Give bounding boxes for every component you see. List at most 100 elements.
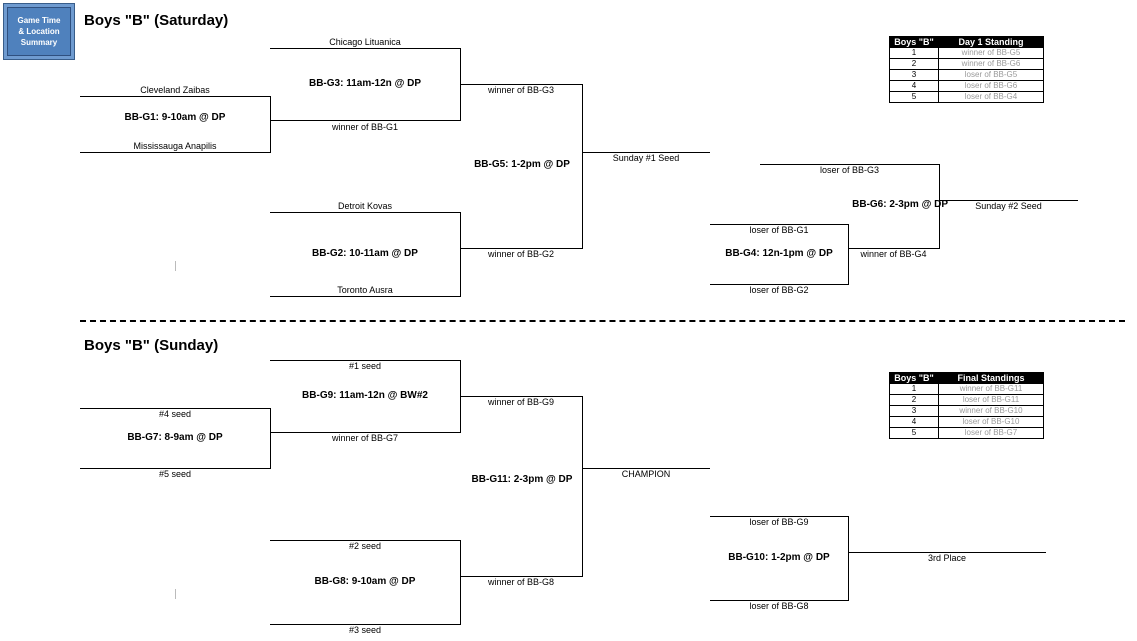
rank-cell: 3 <box>889 405 939 417</box>
bracket-line <box>582 152 710 153</box>
g5-bottom-team: winner of BB-G2 <box>487 249 555 259</box>
g8-label: BB-G8: 9-10am @ DP <box>314 576 416 587</box>
g8-top-team: #2 seed <box>348 541 382 551</box>
table-header-row: Boys "B" Day 1 Standing <box>889 36 1044 48</box>
g10-top-team: loser of BB-G9 <box>749 517 809 527</box>
table-header-cell: Final Standings <box>938 372 1044 384</box>
team-cell: winner of BB-G5 <box>938 47 1044 59</box>
bracket-line <box>80 408 270 409</box>
g7-label: BB-G7: 8-9am @ DP <box>127 432 223 443</box>
g6-outcome: Sunday #2 Seed <box>975 201 1042 211</box>
rank-cell: 5 <box>889 427 939 439</box>
g5-top-team: winner of BB-G3 <box>487 85 555 95</box>
bracket-line <box>582 84 583 249</box>
bracket-line <box>848 552 1046 553</box>
section-divider <box>80 320 1125 322</box>
bracket-line <box>460 84 582 85</box>
g10-outcome: 3rd Place <box>927 553 967 563</box>
g3-bottom-team: winner of BB-G1 <box>331 122 399 132</box>
team-cell: loser of BB-G11 <box>938 394 1044 406</box>
g11-outcome: CHAMPION <box>621 469 671 479</box>
cell-mark <box>175 261 176 271</box>
bracket-line <box>939 164 940 249</box>
g1-label: BB-G1: 9-10am @ DP <box>124 112 226 123</box>
g6-label-clip: BB-G6: 2-3pm @ DP <box>848 198 948 212</box>
rank-cell: 1 <box>889 383 939 395</box>
team-cell: loser of BB-G7 <box>938 427 1044 439</box>
bracket-line <box>270 96 271 153</box>
bracket-line <box>460 396 582 397</box>
g6-label: BB-G6: 2-3pm @ DP <box>852 199 948 210</box>
team-cell: loser of BB-G5 <box>938 69 1044 81</box>
table-header-row: Boys "B" Final Standings <box>889 372 1044 384</box>
cell-mark <box>175 589 176 599</box>
g5-outcome: Sunday #1 Seed <box>612 153 680 163</box>
bracket-line <box>760 164 939 165</box>
g4-label: BB-G4: 12n-1pm @ DP <box>725 248 833 259</box>
g10-label: BB-G10: 1-2pm @ DP <box>728 552 830 563</box>
bracket-line <box>80 152 270 153</box>
rank-cell: 2 <box>889 58 939 70</box>
g11-top-team: winner of BB-G9 <box>487 397 555 407</box>
g2-top-team: Detroit Kovas <box>337 201 393 211</box>
bracket-line <box>80 468 270 469</box>
team-cell: loser of BB-G6 <box>938 80 1044 92</box>
g6-top-team: loser of BB-G3 <box>819 165 880 175</box>
bracket-line <box>460 212 461 297</box>
table-header-cell: Day 1 Standing <box>938 36 1044 48</box>
g1-top-team: Cleveland Zaibas <box>140 85 210 95</box>
bracket-line <box>270 48 460 49</box>
bracket-line <box>270 212 460 213</box>
sunday-title: Boys "B" (Sunday) <box>84 337 219 354</box>
bracket-line <box>460 576 582 577</box>
bracket-line <box>460 540 461 625</box>
g2-label: BB-G2: 10-11am @ DP <box>312 248 418 259</box>
rank-cell: 2 <box>889 394 939 406</box>
saturday-title: Boys "B" (Saturday) <box>84 12 229 29</box>
bracket-line <box>710 284 848 285</box>
g10-bottom-team: loser of BB-G8 <box>749 601 809 611</box>
bracket-line <box>710 600 848 601</box>
g6-bottom-team: winner of BB-G4 <box>860 249 927 259</box>
g2-bottom-team: Toronto Ausra <box>337 285 393 295</box>
bracket-line <box>582 396 583 577</box>
table-header-cell: Boys "B" <box>889 36 939 48</box>
bracket-line <box>270 432 460 433</box>
team-cell: winner of BB-G10 <box>938 405 1044 417</box>
bracket-line <box>939 200 1078 201</box>
game-time-location-summary-button[interactable]: Game Time & Location Summary <box>3 3 75 60</box>
bracket-line <box>270 120 460 121</box>
button-label: Game Time & Location Summary <box>18 15 61 48</box>
bracket-line <box>270 408 271 469</box>
team-cell: loser of BB-G4 <box>938 91 1044 103</box>
bracket-line <box>270 624 460 625</box>
g9-bottom-team: winner of BB-G7 <box>331 433 399 443</box>
rank-cell: 4 <box>889 416 939 428</box>
bracket-line <box>848 516 849 601</box>
bracket-line <box>710 224 848 225</box>
bracket-line <box>270 296 460 297</box>
team-cell: loser of BB-G10 <box>938 416 1044 428</box>
g11-bottom-team: winner of BB-G8 <box>487 577 555 587</box>
button-label-line2: & Location <box>18 27 60 36</box>
g8-bottom-team: #3 seed <box>348 625 382 635</box>
g4-bottom-team: loser of BB-G2 <box>749 285 809 295</box>
g9-label: BB-G9: 11am-12n @ BW#2 <box>302 390 428 401</box>
rank-cell: 1 <box>889 47 939 59</box>
rank-cell: 4 <box>889 80 939 92</box>
team-cell: winner of BB-G11 <box>938 383 1044 395</box>
rank-cell: 5 <box>889 91 939 103</box>
bracket-line <box>848 248 939 249</box>
g9-top-team: #1 seed <box>348 361 382 371</box>
g1-bottom-team: Mississauga Anapilis <box>133 141 217 151</box>
